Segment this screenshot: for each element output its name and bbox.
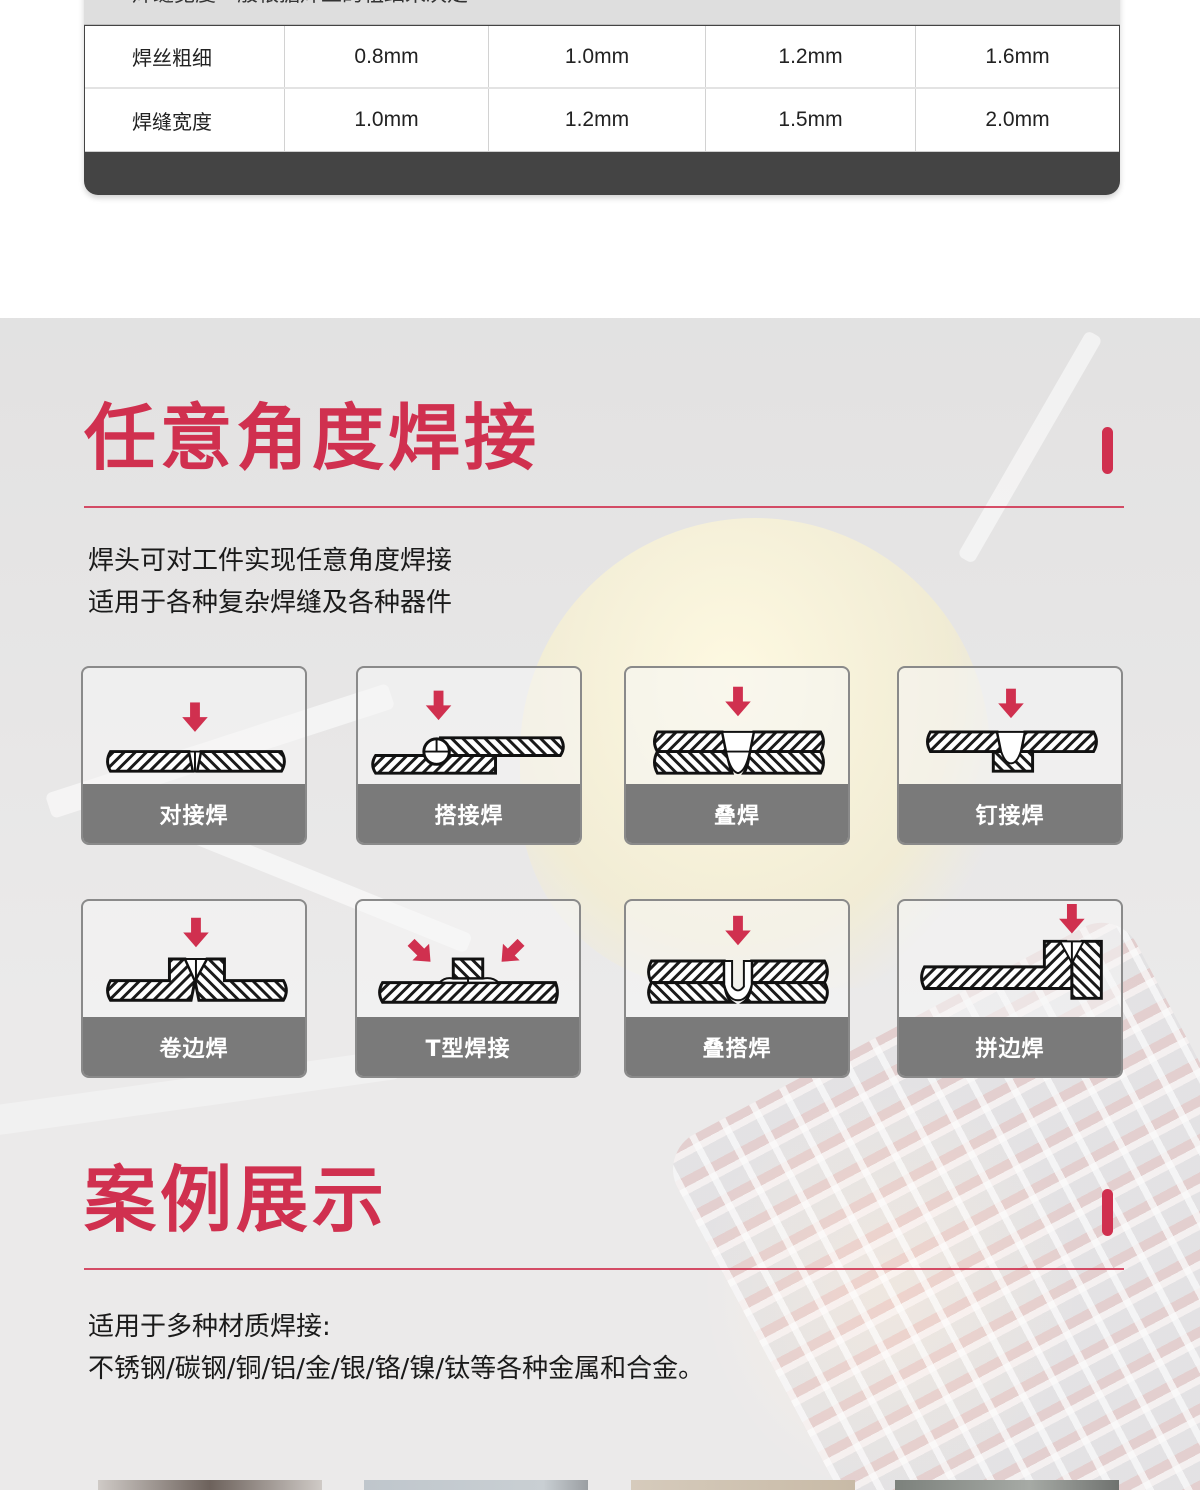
table-cell: 1.2mm: [706, 26, 916, 87]
t-weld-diagram-icon: [378, 938, 559, 1004]
weld-type-card-edge[interactable]: 拼边焊: [897, 899, 1123, 1078]
angle-section-title: 任意角度焊接: [84, 396, 541, 480]
weld-type-card-flange[interactable]: 卷边焊: [81, 899, 307, 1078]
weld-type-card-lap[interactable]: 搭接焊: [356, 666, 582, 845]
table-row: 焊缝宽度 1.0mm 1.2mm 1.5mm 2.0mm: [85, 89, 1119, 152]
weld-type-card-stack[interactable]: 叠焊: [624, 666, 850, 845]
weld-type-label: 叠焊: [626, 784, 848, 843]
weld-type-label: 卷边焊: [83, 1017, 305, 1076]
case-photo-3[interactable]: [631, 1480, 855, 1490]
weld-type-card-t[interactable]: T型焊接: [355, 899, 581, 1078]
weld-type-label: T型焊接: [357, 1017, 579, 1076]
weld-type-label: 拼边焊: [899, 1017, 1121, 1076]
weld-type-label: 叠搭焊: [626, 1017, 848, 1076]
case-photo-2[interactable]: [364, 1480, 588, 1490]
table-cell: 1.0mm: [285, 89, 489, 151]
butt-weld-diagram-icon: [106, 702, 286, 773]
table-cell: 1.0mm: [489, 26, 706, 87]
title-accent-bar: [1102, 427, 1113, 474]
weld-type-card-stack-lap[interactable]: 叠搭焊: [624, 899, 850, 1078]
weld-type-card-nail[interactable]: 钉接焊: [897, 666, 1123, 845]
row-label: 焊缝宽度: [85, 89, 285, 151]
angle-section-description: 焊头可对工件实现任意角度焊接 适用于各种复杂焊缝及各种器件: [88, 546, 453, 618]
spec-rows: 焊丝粗细 0.8mm 1.0mm 1.2mm 1.6mm 焊缝宽度 1.0mm …: [85, 26, 1119, 152]
weld-type-label: 钉接焊: [899, 784, 1121, 843]
case-photo-4[interactable]: [895, 1480, 1119, 1490]
table-row: 焊丝粗细 0.8mm 1.0mm 1.2mm 1.6mm: [85, 26, 1119, 89]
weld-type-label: 对接焊: [83, 784, 305, 843]
case-photo-1[interactable]: [98, 1480, 322, 1490]
stack-lap-weld-diagram-icon: [647, 915, 829, 1004]
table-cell: 1.2mm: [489, 89, 706, 151]
table-cell: 1.6mm: [985, 44, 1050, 68]
case-section-description: 适用于多种材质焊接: 不锈钢/碳钢/铜/铝/金/银/铬/镍/钛等各种金属和合金。: [88, 1312, 705, 1384]
table-cell: 2.0mm: [985, 108, 1050, 131]
table-cell: 0.8mm: [285, 26, 489, 87]
case-section-title: 案例展示: [84, 1158, 389, 1242]
lap-weld-diagram-icon: [371, 690, 565, 775]
weld-type-label: 搭接焊: [358, 784, 580, 843]
table-cell: 1.5mm: [706, 89, 916, 151]
spec-note: 焊缝宽度一般根据焊丝的粗细来决定: [84, 0, 1120, 25]
row-label: 焊丝粗细: [85, 26, 285, 87]
title-divider: [84, 1268, 1124, 1270]
edge-weld-diagram-icon: [920, 904, 1103, 1000]
weld-type-card-butt[interactable]: 对接焊: [81, 666, 307, 845]
spec-table: 焊缝宽度一般根据焊丝的粗细来决定 焊丝粗细 0.8mm 1.0mm 1.2mm …: [84, 0, 1120, 195]
stack-weld-diagram-icon: [653, 686, 825, 775]
nail-weld-diagram-icon: [926, 688, 1098, 773]
flange-weld-diagram-icon: [106, 917, 288, 1002]
title-divider: [84, 506, 1124, 508]
title-accent-bar: [1102, 1189, 1113, 1236]
